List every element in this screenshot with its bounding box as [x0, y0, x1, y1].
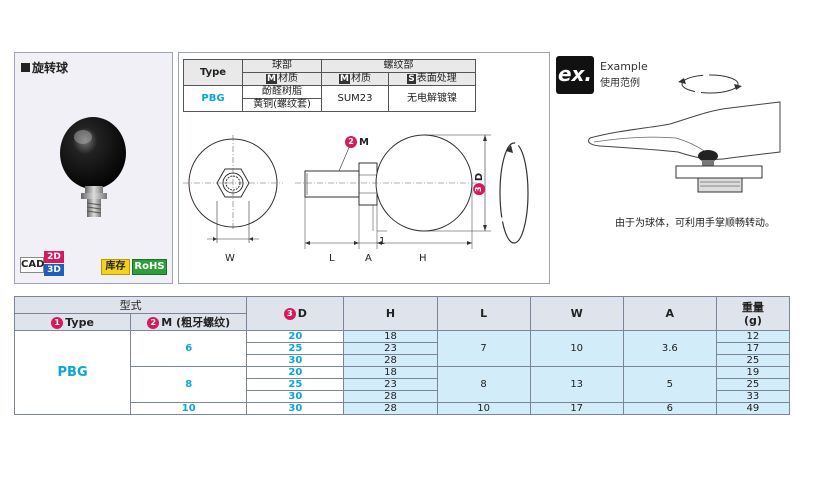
d-cell: 20 — [246, 330, 345, 343]
a-cell: 5 — [622, 366, 717, 403]
h-cell: 18 — [343, 366, 438, 379]
h-cell: 18 — [343, 330, 438, 343]
weight-cell: 19 — [715, 366, 791, 379]
w-cell: 13 — [529, 366, 624, 403]
w-cell: 17 — [529, 402, 624, 415]
spec-ball-header: 球部 — [242, 59, 322, 73]
spec-ball-material-2: 黄铜(螺纹套) — [242, 98, 322, 112]
product-title: 旋转球 — [21, 59, 68, 76]
model-header: 型式 — [13, 296, 248, 314]
d-cell: 25 — [246, 378, 345, 391]
type-cell: PBG — [13, 330, 132, 415]
example-illustration — [587, 74, 781, 193]
weight-cell: 25 — [715, 354, 791, 367]
a-cell: 3.6 — [622, 330, 717, 367]
d-cell: 20 — [246, 366, 345, 379]
h-cell: 28 — [343, 354, 438, 367]
d-cell: 30 — [246, 402, 345, 415]
m-cell: 10 — [130, 402, 248, 415]
h-cell: 28 — [343, 402, 438, 415]
spec-thread-material: SUM23 — [321, 85, 389, 112]
m-cell: 8 — [130, 366, 248, 403]
spec-type-value: PBG — [183, 85, 243, 112]
example-title: Example — [600, 60, 648, 73]
l-cell: 7 — [436, 330, 531, 367]
example-subtitle: 使用范例 — [600, 78, 640, 89]
weight-cell: 49 — [715, 402, 791, 415]
product-photo — [60, 117, 126, 217]
stock-badge: 库存 — [101, 259, 130, 275]
title-square-icon — [21, 63, 30, 72]
spec-thread-surface: 无电解镀镍 — [388, 85, 476, 112]
l-header: L — [436, 296, 531, 331]
weight-cell: 17 — [715, 342, 791, 355]
m-cell: 6 — [130, 330, 248, 367]
spec-type-header: Type — [183, 59, 243, 86]
drawing-a-label: A — [365, 253, 372, 264]
spec-thread-header: 螺纹部 — [321, 59, 476, 73]
weight-header: 重量(g) — [715, 296, 791, 331]
weight-cell: 25 — [715, 378, 791, 391]
d-cell: 25 — [246, 342, 345, 355]
h-cell: 23 — [343, 378, 438, 391]
weight-cell: 33 — [715, 390, 791, 403]
l-cell: 8 — [436, 366, 531, 403]
spec-ball-material-1: 酚醛树脂 — [242, 85, 322, 99]
h-cell: 28 — [343, 390, 438, 403]
drawing-w-label: W — [225, 253, 235, 264]
d-cell: 30 — [246, 354, 345, 367]
example-logo: ex. — [556, 56, 594, 94]
h-header: H — [343, 296, 438, 331]
l-cell: 10 — [436, 402, 531, 415]
d-cell: 30 — [246, 390, 345, 403]
drawing-d-label: 3D — [473, 173, 486, 196]
weight-cell: 12 — [715, 330, 791, 343]
w-header: W — [529, 296, 624, 331]
cad-badge: CAD — [20, 257, 44, 273]
h-cell: 23 — [343, 342, 438, 355]
drawing-h-label: H — [419, 253, 427, 264]
example-caption: 由于为球体，可利用手掌顺畅转动。 — [615, 218, 775, 229]
badge-3d: 3D — [44, 264, 64, 276]
drawing-l-label: L — [329, 253, 335, 264]
product-title-text: 旋转球 — [32, 61, 69, 75]
technical-drawing — [183, 134, 529, 249]
product-panel: 旋转球 CAD 2D 3D 库存 RoHS — [14, 52, 173, 284]
a-header: A — [622, 296, 717, 331]
drawing-one-label: 1 — [379, 236, 386, 247]
badge-2d: 2D — [44, 251, 64, 263]
w-cell: 10 — [529, 330, 624, 367]
rohs-badge: RoHS — [132, 259, 167, 275]
a-cell: 6 — [622, 402, 717, 415]
